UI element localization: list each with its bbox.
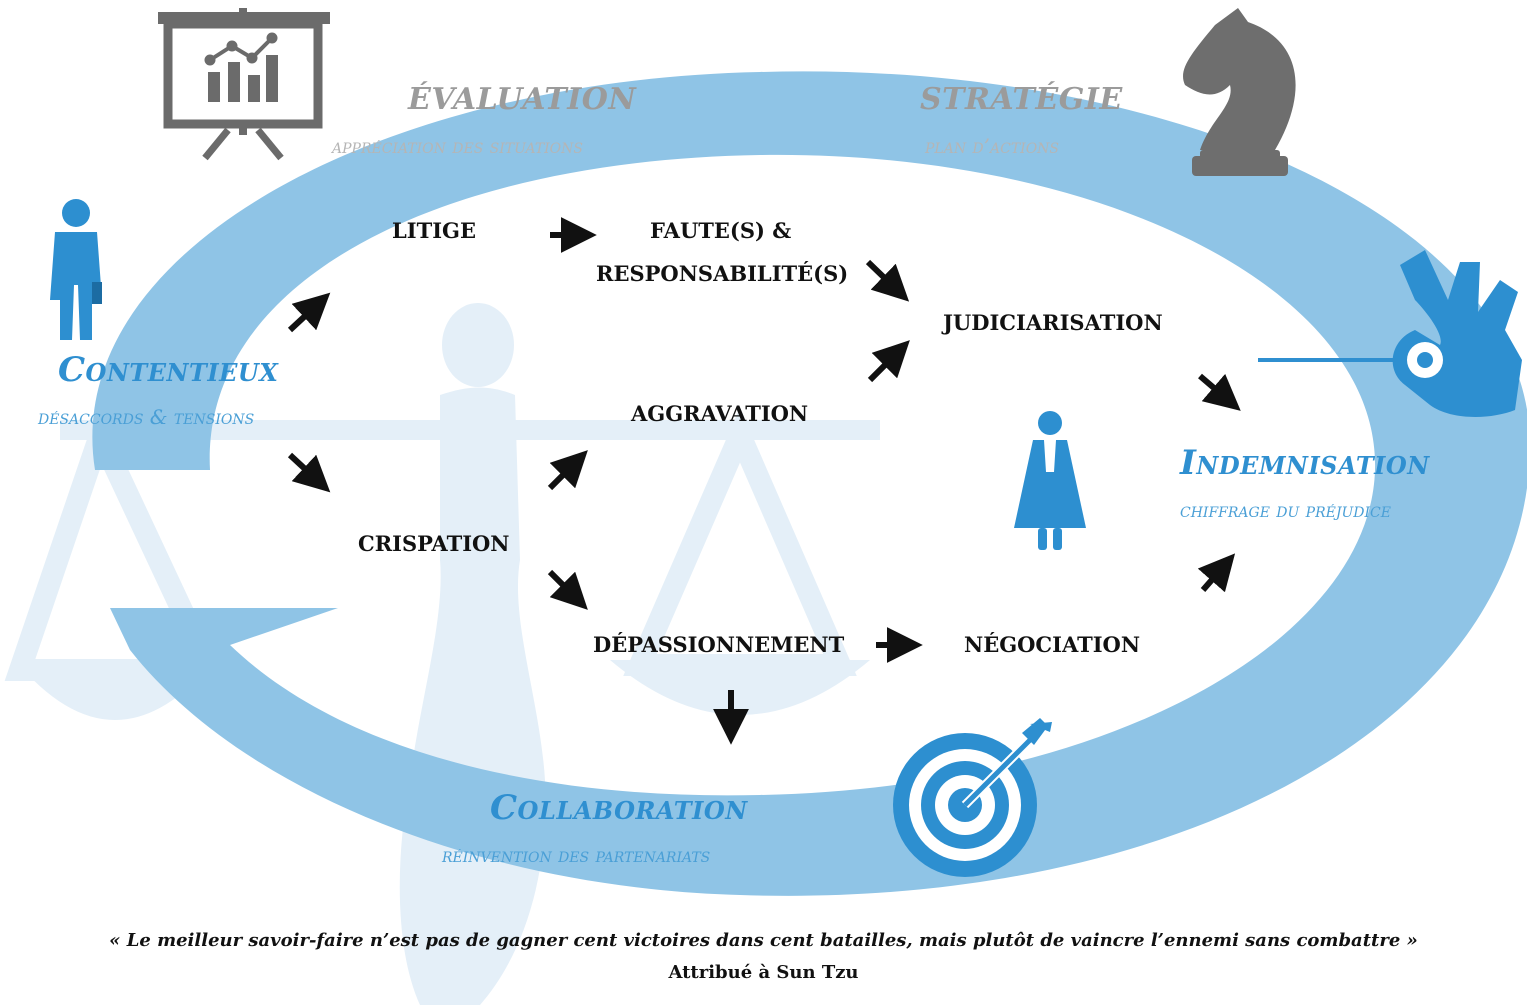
node-aggravation: AGGRAVATION xyxy=(631,401,809,426)
phase-strategie-title: STRATÉGIE xyxy=(920,82,1123,117)
node-judiciarisation: JUDICIARISATION xyxy=(943,310,1163,335)
node-litige: LITIGE xyxy=(392,218,476,243)
node-depassionnement: DÉPASSIONNEMENT xyxy=(593,632,845,657)
arrow-negociation-to-indemnisation xyxy=(1197,553,1236,593)
phase-strategie-subtitle: plan d’actions xyxy=(925,134,1060,158)
node-faute-line1: FAUTE(S) & xyxy=(650,218,792,243)
phase-collaboration-title: Collaboration xyxy=(490,788,748,828)
arrow-aggravation-to-judiciarisation xyxy=(867,340,910,383)
node-negociation: NÉGOCIATION xyxy=(964,632,1141,657)
businessman-icon xyxy=(50,199,102,340)
phase-contentieux-title: Contentieux xyxy=(58,350,279,390)
flow-arrows xyxy=(287,217,1241,745)
arrow-contentieux-to-litige xyxy=(287,292,331,333)
node-crispation: CRISPATION xyxy=(358,531,510,556)
arrow-contentieux-to-crispation xyxy=(287,452,331,493)
scales-of-justice-icon xyxy=(4,303,880,1005)
node-faute-line2: RESPONSABILITÉ(S) xyxy=(596,261,849,286)
arrow-crispation-to-aggravation xyxy=(547,450,588,491)
phase-evaluation-subtitle: appréciation des situations xyxy=(332,134,584,158)
quote-attribution: Attribué à Sun Tzu xyxy=(668,962,859,983)
arrow-faute-to-judiciarisation xyxy=(865,259,910,302)
judge-icon xyxy=(1014,411,1086,550)
arrow-judiciarisation-to-indemnisation xyxy=(1198,373,1241,411)
arrow-crispation-to-depassionnement xyxy=(547,569,588,610)
phase-indemnisation-title: Indemnisation xyxy=(1180,443,1430,483)
ok-hand-icon xyxy=(1392,250,1522,417)
phase-collaboration-subtitle: réinvention des partenariats xyxy=(442,843,711,867)
chess-knight-icon xyxy=(1183,8,1296,176)
target-dart-icon xyxy=(893,718,1052,877)
phase-indemnisation-subtitle: chiffrage du préjudice xyxy=(1180,498,1391,522)
quote-text: « Le meilleur savoir-faire n’est pas de … xyxy=(109,930,1418,951)
phase-contentieux-subtitle: désaccords & tensions xyxy=(38,405,255,429)
phase-evaluation-title: ÉVALUATION xyxy=(408,82,637,117)
cycle-ring xyxy=(92,71,1527,896)
presentation-chart-icon xyxy=(158,8,330,161)
